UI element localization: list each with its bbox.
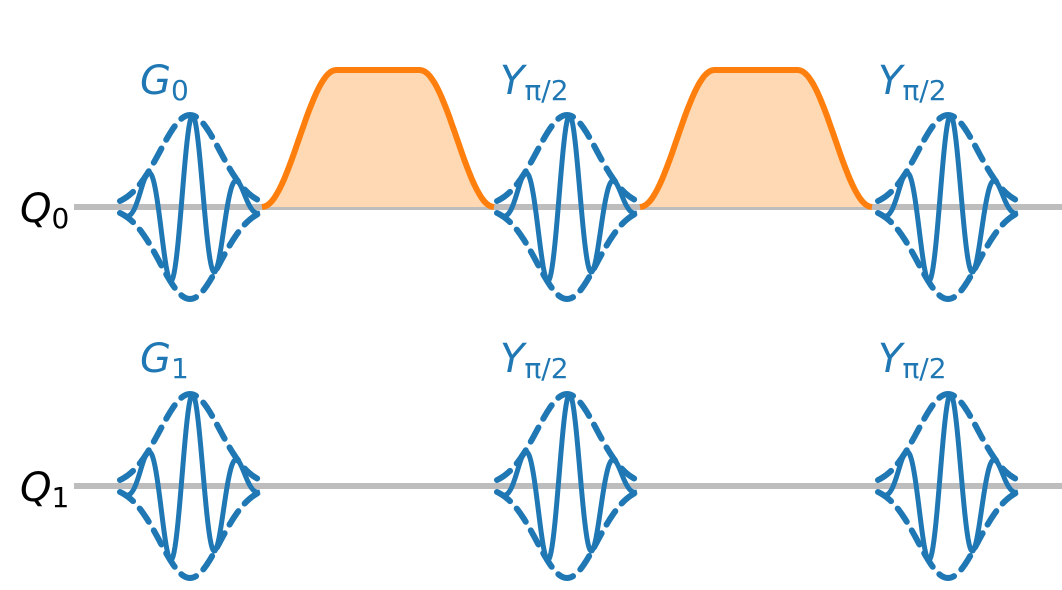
gate-carrier bbox=[876, 391, 1019, 564]
flux-pulse-fill-0 bbox=[262, 70, 494, 207]
gate-label-q1-2: Yπ/2 bbox=[878, 336, 947, 385]
gate-envelope-lower bbox=[875, 210, 1021, 303]
flux-pulse-outline-0 bbox=[261, 67, 495, 210]
flux-pulses bbox=[261, 67, 873, 210]
gate-carrier bbox=[876, 112, 1019, 285]
qubit-label-q0: Q0 bbox=[20, 186, 69, 235]
gate-label-q1-1: Yπ/2 bbox=[500, 336, 569, 385]
gate-label-q0-2: Yπ/2 bbox=[878, 58, 947, 107]
gate-carrier bbox=[118, 391, 261, 564]
gate-label-q0-1: Yπ/2 bbox=[500, 58, 569, 107]
gate-waveform-q1-1 bbox=[494, 390, 640, 582]
gate-waveform-q0-1 bbox=[494, 111, 640, 303]
gate-envelope-lower bbox=[117, 489, 263, 582]
gate-label-q0-0: G0 bbox=[140, 58, 189, 107]
qubit-label-q1: Q1 bbox=[20, 465, 69, 514]
gate-carrier bbox=[495, 112, 638, 285]
gate-waveform-q1-2 bbox=[875, 390, 1021, 582]
gate-waveform-q0-0 bbox=[117, 111, 263, 303]
flux-pulse-fill-1 bbox=[640, 70, 872, 207]
gate-envelope-lower bbox=[494, 489, 640, 582]
gate-waveform-q0-2 bbox=[875, 111, 1021, 303]
gate-label-q1-0: G1 bbox=[140, 336, 189, 385]
gate-waveforms bbox=[117, 111, 1021, 582]
gate-envelope-lower bbox=[875, 489, 1021, 582]
gate-carrier bbox=[495, 391, 638, 564]
gate-envelope-lower bbox=[494, 210, 640, 303]
gate-waveform-q1-0 bbox=[117, 390, 263, 582]
flux-pulse-outline-1 bbox=[639, 67, 873, 210]
gate-envelope-lower bbox=[117, 210, 263, 303]
gate-carrier bbox=[118, 112, 261, 285]
